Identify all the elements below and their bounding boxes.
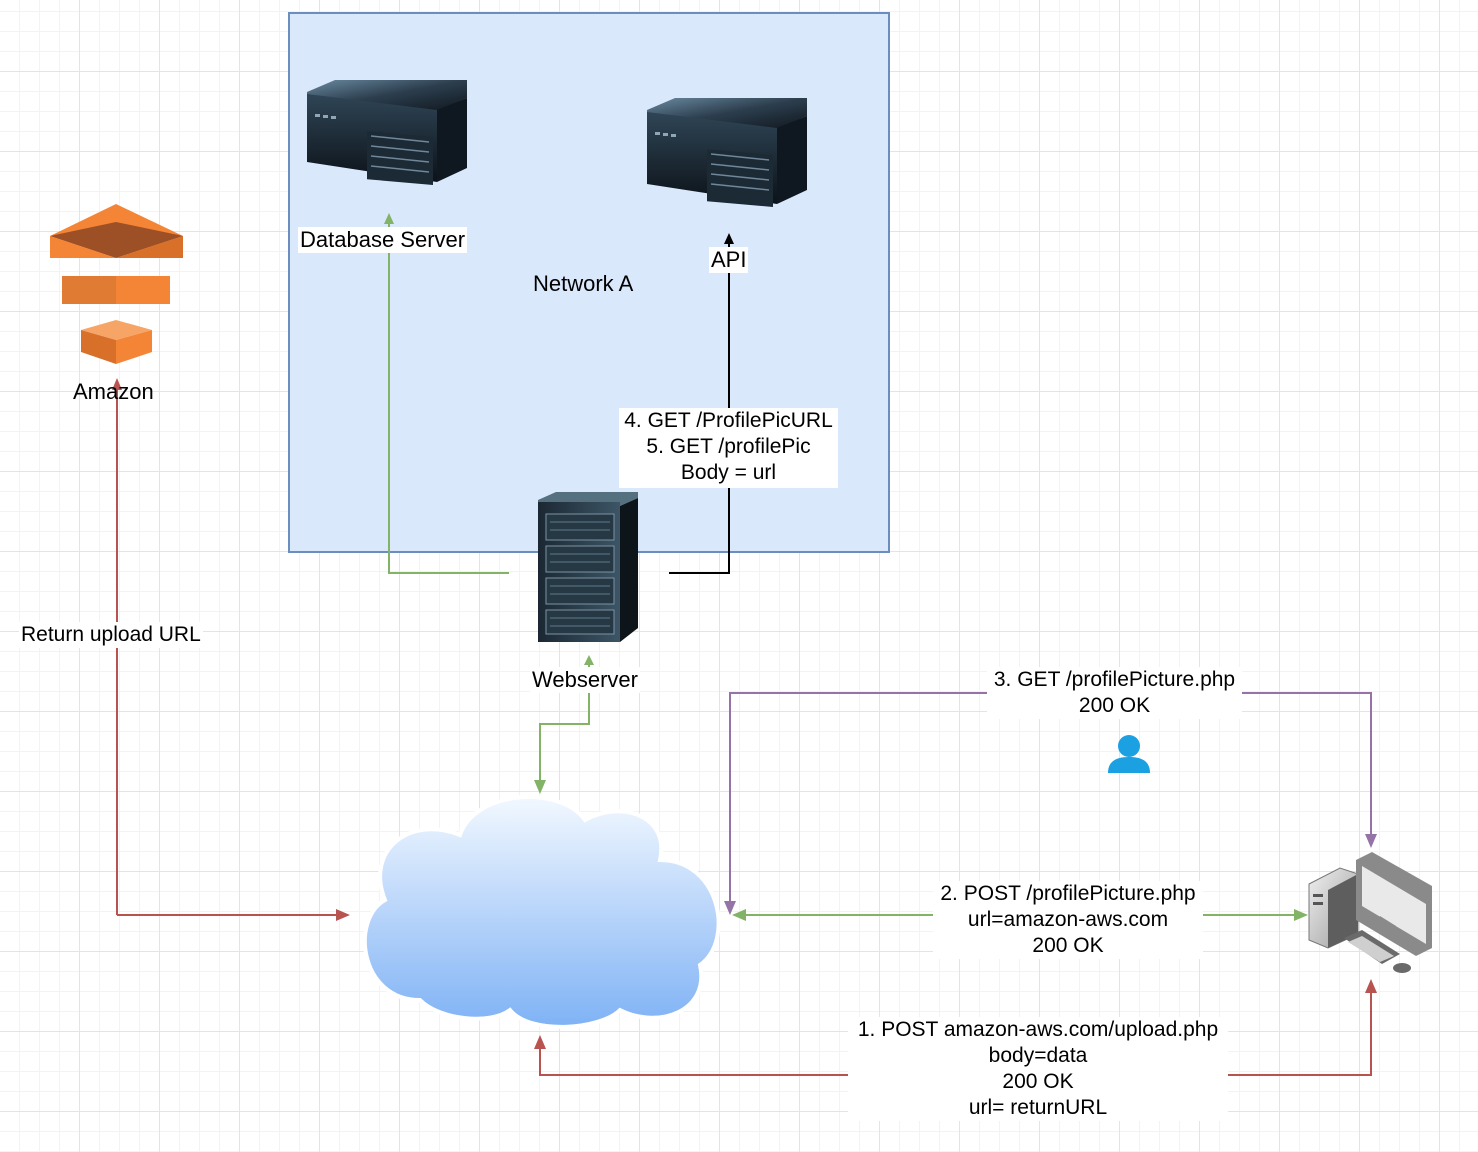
arrowhead-cloud-right-purple [724,901,736,915]
edge-label-line: 1. POST amazon-aws.com/upload.php [857,1018,1219,1041]
edge-webserver-api[interactable] [669,244,730,574]
edge-label-step1: 1. POST amazon-aws.com/upload.php body=d… [848,1017,1228,1121]
arrowhead-amazon [112,378,122,390]
desktop-computer-icon[interactable] [1308,852,1432,973]
edge-label-line: url=amazon-aws.com [967,908,1169,931]
edge-webserver-database[interactable] [388,224,509,574]
edge-label-step4-5: 4. GET /ProfilePicURL 5. GET /profilePic… [619,408,838,488]
arrowhead-webserver-bottom [584,655,594,665]
edge-label-line: 200 OK [1032,934,1104,957]
tower-server-icon[interactable] [538,492,638,642]
arrowhead-cloud-left [336,909,350,921]
arrowhead-cloud-right-green [732,909,746,921]
arrowhead-cloud-bottom [534,1035,546,1049]
server-rack-icon[interactable] [307,80,467,186]
edge-label-line: 200 OK [1002,1070,1074,1093]
edge-label-line: 2. POST /profilePicture.php [940,882,1196,905]
user-icon[interactable] [1108,735,1150,773]
arrowhead-pc-bottom [1365,979,1377,993]
arrowhead-api [724,233,734,244]
api-label: API [709,247,749,273]
arrowhead-database [384,213,394,224]
edge-label-line: 5. GET /profilePic [646,435,811,458]
edge-label-line: 3. GET /profilePicture.php [993,668,1236,691]
edge-label-line: Body = url [680,461,777,484]
edge-label-step3: 3. GET /profilePicture.php 200 OK [987,667,1242,719]
database-server-label: Database Server [298,227,468,253]
webserver-label: Webserver [530,667,640,693]
arrowhead-cloud-top [534,780,546,794]
edge-label-return-upload-url: Return upload URL [19,622,203,648]
network-a-label: Network A [533,271,634,296]
edge-label-step2: 2. POST /profilePicture.php url=amazon-a… [933,881,1203,959]
arrowhead-pc-top [1365,834,1377,848]
server-rack-icon[interactable] [647,98,807,208]
edge-label-line: 200 OK [1078,694,1151,717]
edge-webserver-cloud[interactable] [539,665,590,784]
edge-amazon-cloud[interactable] [116,388,340,916]
edge-label-line: body=data [988,1044,1088,1067]
edge-step3[interactable] [729,692,1372,905]
amazon-label: Amazon [73,379,154,404]
cloud-icon[interactable] [362,795,721,1029]
edge-label-line: url= returnURL [968,1096,1108,1119]
edge-label-line: 4. GET /ProfilePicURL [624,409,833,432]
amazon-aws-icon[interactable] [50,204,183,364]
arrowhead-pc-left [1294,909,1308,921]
